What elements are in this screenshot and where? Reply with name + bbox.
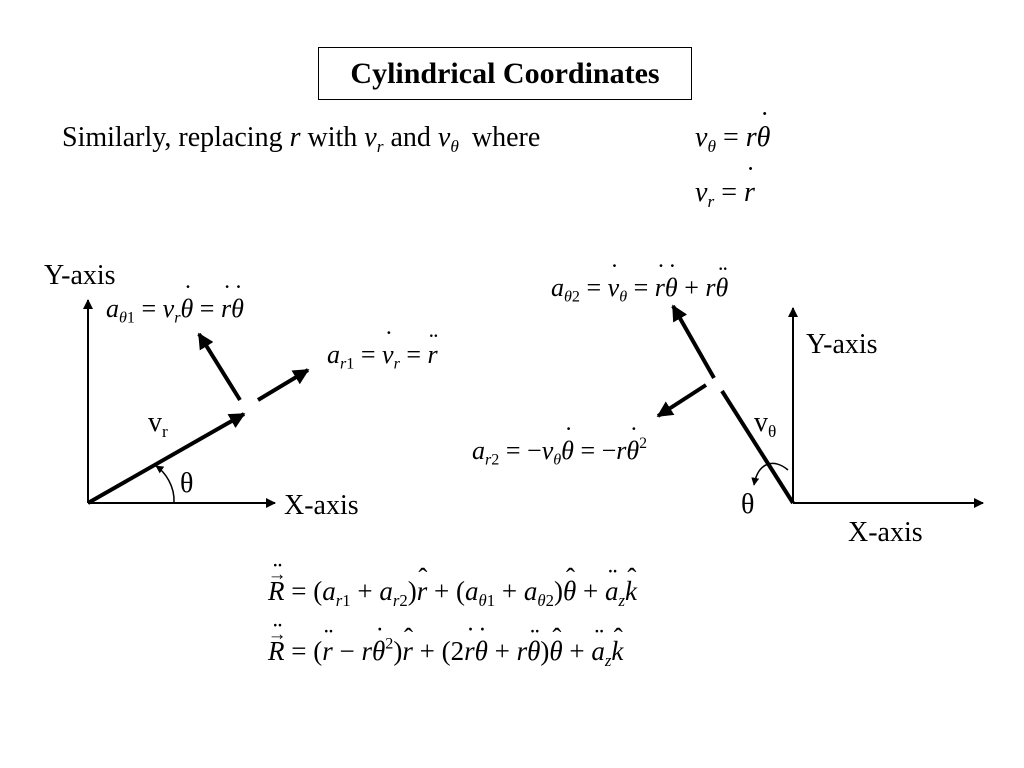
intro-similarly: Similarly, replacing	[62, 122, 283, 153]
eq-a-r1: ar1=vr=r	[327, 342, 438, 373]
left-theta-arc	[155, 465, 175, 504]
left-ar1-arrow	[256, 368, 310, 402]
left-x-axis-label: X-axis	[284, 490, 359, 521]
eq-R-ddot-1: R=(ar1+ar2)r+(aθ1+aθ2)θ+azk	[268, 578, 637, 609]
title-box: Cylindrical Coordinates	[318, 47, 692, 100]
intro-sentence: Similarly, replacing r with vr and vθ wh…	[62, 122, 541, 157]
right-atheta2-arrow	[671, 304, 716, 379]
left-atheta1-arrow	[197, 332, 242, 402]
eq-v-theta: vθ=rθ	[695, 124, 770, 156]
intro-and: and	[390, 122, 431, 153]
left-theta-label: θ	[180, 468, 194, 499]
right-theta-label: θ	[741, 489, 755, 520]
right-ar2-arrow	[656, 383, 708, 418]
intro-with: with	[307, 122, 358, 153]
left-vr-vector	[87, 412, 246, 505]
eq-v-r: vr=r	[695, 179, 755, 211]
eq-a-r2: ar2=−vθθ=−rθ2	[472, 436, 647, 468]
left-vr-label: vr	[148, 407, 168, 442]
intro-vtheta: vθ	[437, 122, 459, 157]
right-vtheta-vector	[720, 389, 795, 505]
right-y-axis-label: Y-axis	[806, 329, 878, 360]
right-x-axis-label: X-axis	[848, 517, 923, 548]
eq-a-theta2: aθ2=vθ=rθ+rθ	[551, 275, 728, 306]
intro-r: r	[289, 122, 301, 153]
left-y-axis-label: Y-axis	[44, 260, 116, 291]
intro-vr: vr	[364, 122, 384, 157]
intro-where: where	[471, 122, 541, 153]
right-theta-arc	[751, 462, 789, 486]
slide-title: Cylindrical Coordinates	[350, 56, 660, 90]
eq-a-theta1: aθ1=vrθ=rθ	[106, 296, 244, 327]
right-vtheta-label: vθ	[754, 407, 777, 442]
eq-R-ddot-2: R=(r−rθ2)r+(2rθ+rθ)θ+azk	[268, 636, 623, 669]
